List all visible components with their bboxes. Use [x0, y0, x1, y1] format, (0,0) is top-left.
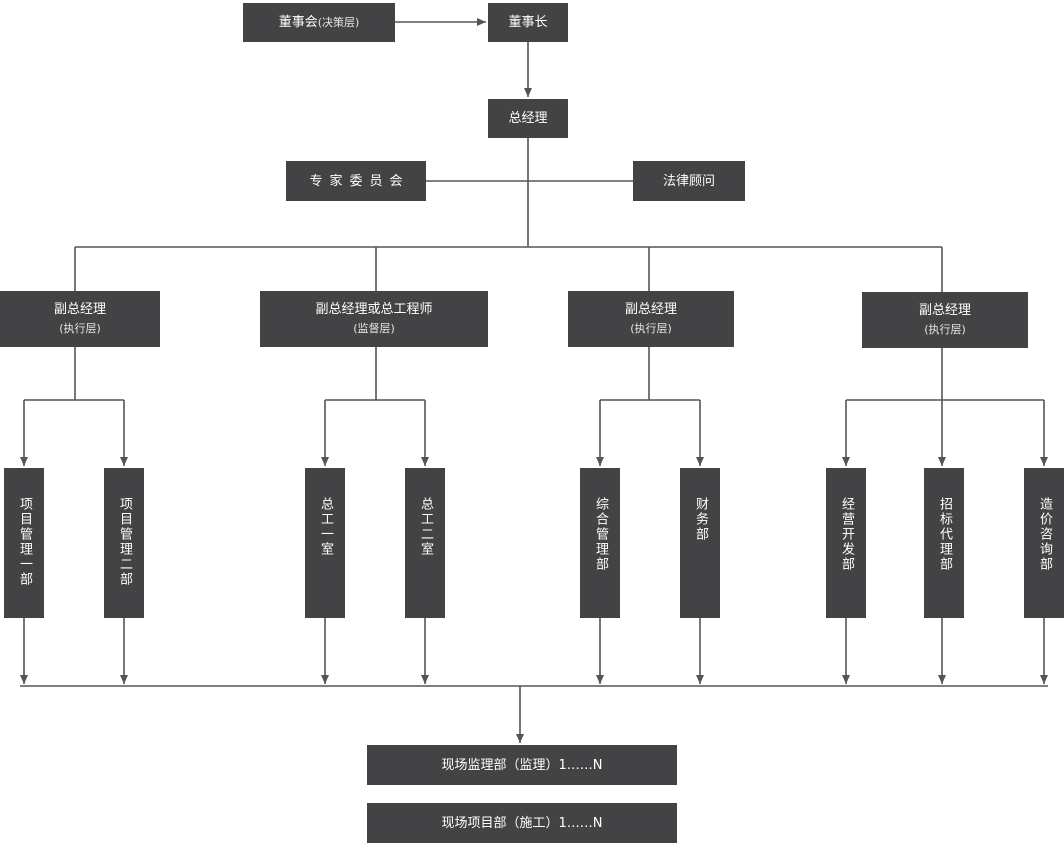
vp-layer-label: (执行层): [630, 322, 672, 335]
board-label: 董事会: [278, 15, 318, 30]
board-box: 董事会(决策层): [243, 3, 395, 42]
department-label: 总工一室: [318, 497, 333, 557]
department-box: 经营开发部: [826, 468, 866, 618]
department-box: 财务部: [680, 468, 720, 618]
department-label: 财务部: [693, 497, 708, 542]
department-box: 项目管理二部: [104, 468, 144, 618]
vp-label: 副总经理: [918, 303, 971, 318]
vp-box: 副总经理或总工程师 (监督层): [260, 291, 488, 347]
vp-box: 副总经理 (执行层): [862, 292, 1028, 348]
department-label: 项目管理二部: [117, 497, 132, 587]
vp-label: 副总经理: [624, 302, 677, 317]
department-label: 招标代理部: [937, 497, 952, 572]
expert-committee-label: 专家委员会: [309, 173, 410, 189]
general-manager-label: 总经理: [508, 111, 548, 126]
department-box: 综合管理部: [580, 468, 620, 618]
site-construction-label: 现场项目部（施工）1……N: [441, 815, 603, 831]
legal-advisor-box: 法律顾问: [633, 161, 745, 201]
chairman-box: 董事长: [488, 3, 568, 42]
department-label: 造价咨询部: [1037, 497, 1052, 572]
vp-box: 副总经理 (执行层): [568, 291, 734, 347]
department-label: 经营开发部: [839, 497, 854, 572]
department-box: 招标代理部: [924, 468, 964, 618]
expert-committee-box: 专家委员会: [286, 161, 426, 201]
chairman-label: 董事长: [508, 15, 548, 30]
vp-label: 副总经理: [53, 302, 106, 317]
department-label: 总工二室: [418, 497, 433, 557]
site-supervision-label: 现场监理部（监理）1……N: [441, 757, 603, 773]
site-construction-box: 现场项目部（施工）1……N: [367, 803, 677, 843]
vp-layer-label: (监督层): [353, 322, 395, 335]
vp-layer-label: (执行层): [924, 323, 966, 336]
vp-layer-label: (执行层): [59, 322, 101, 335]
vp-label: 副总经理或总工程师: [315, 302, 433, 317]
site-supervision-box: 现场监理部（监理）1……N: [367, 745, 677, 785]
department-label: 项目管理一部: [17, 497, 32, 587]
board-title: 董事会(决策层): [279, 14, 360, 31]
department-box: 项目管理一部: [4, 468, 44, 618]
general-manager-box: 总经理: [488, 99, 568, 138]
legal-advisor-label: 法律顾问: [662, 173, 715, 189]
department-box: 造价咨询部: [1024, 468, 1064, 618]
board-sub-label: (决策层): [317, 16, 360, 29]
department-label: 综合管理部: [593, 497, 608, 572]
department-box: 总工一室: [305, 468, 345, 618]
vp-box: 副总经理 (执行层): [0, 291, 160, 347]
department-box: 总工二室: [405, 468, 445, 618]
